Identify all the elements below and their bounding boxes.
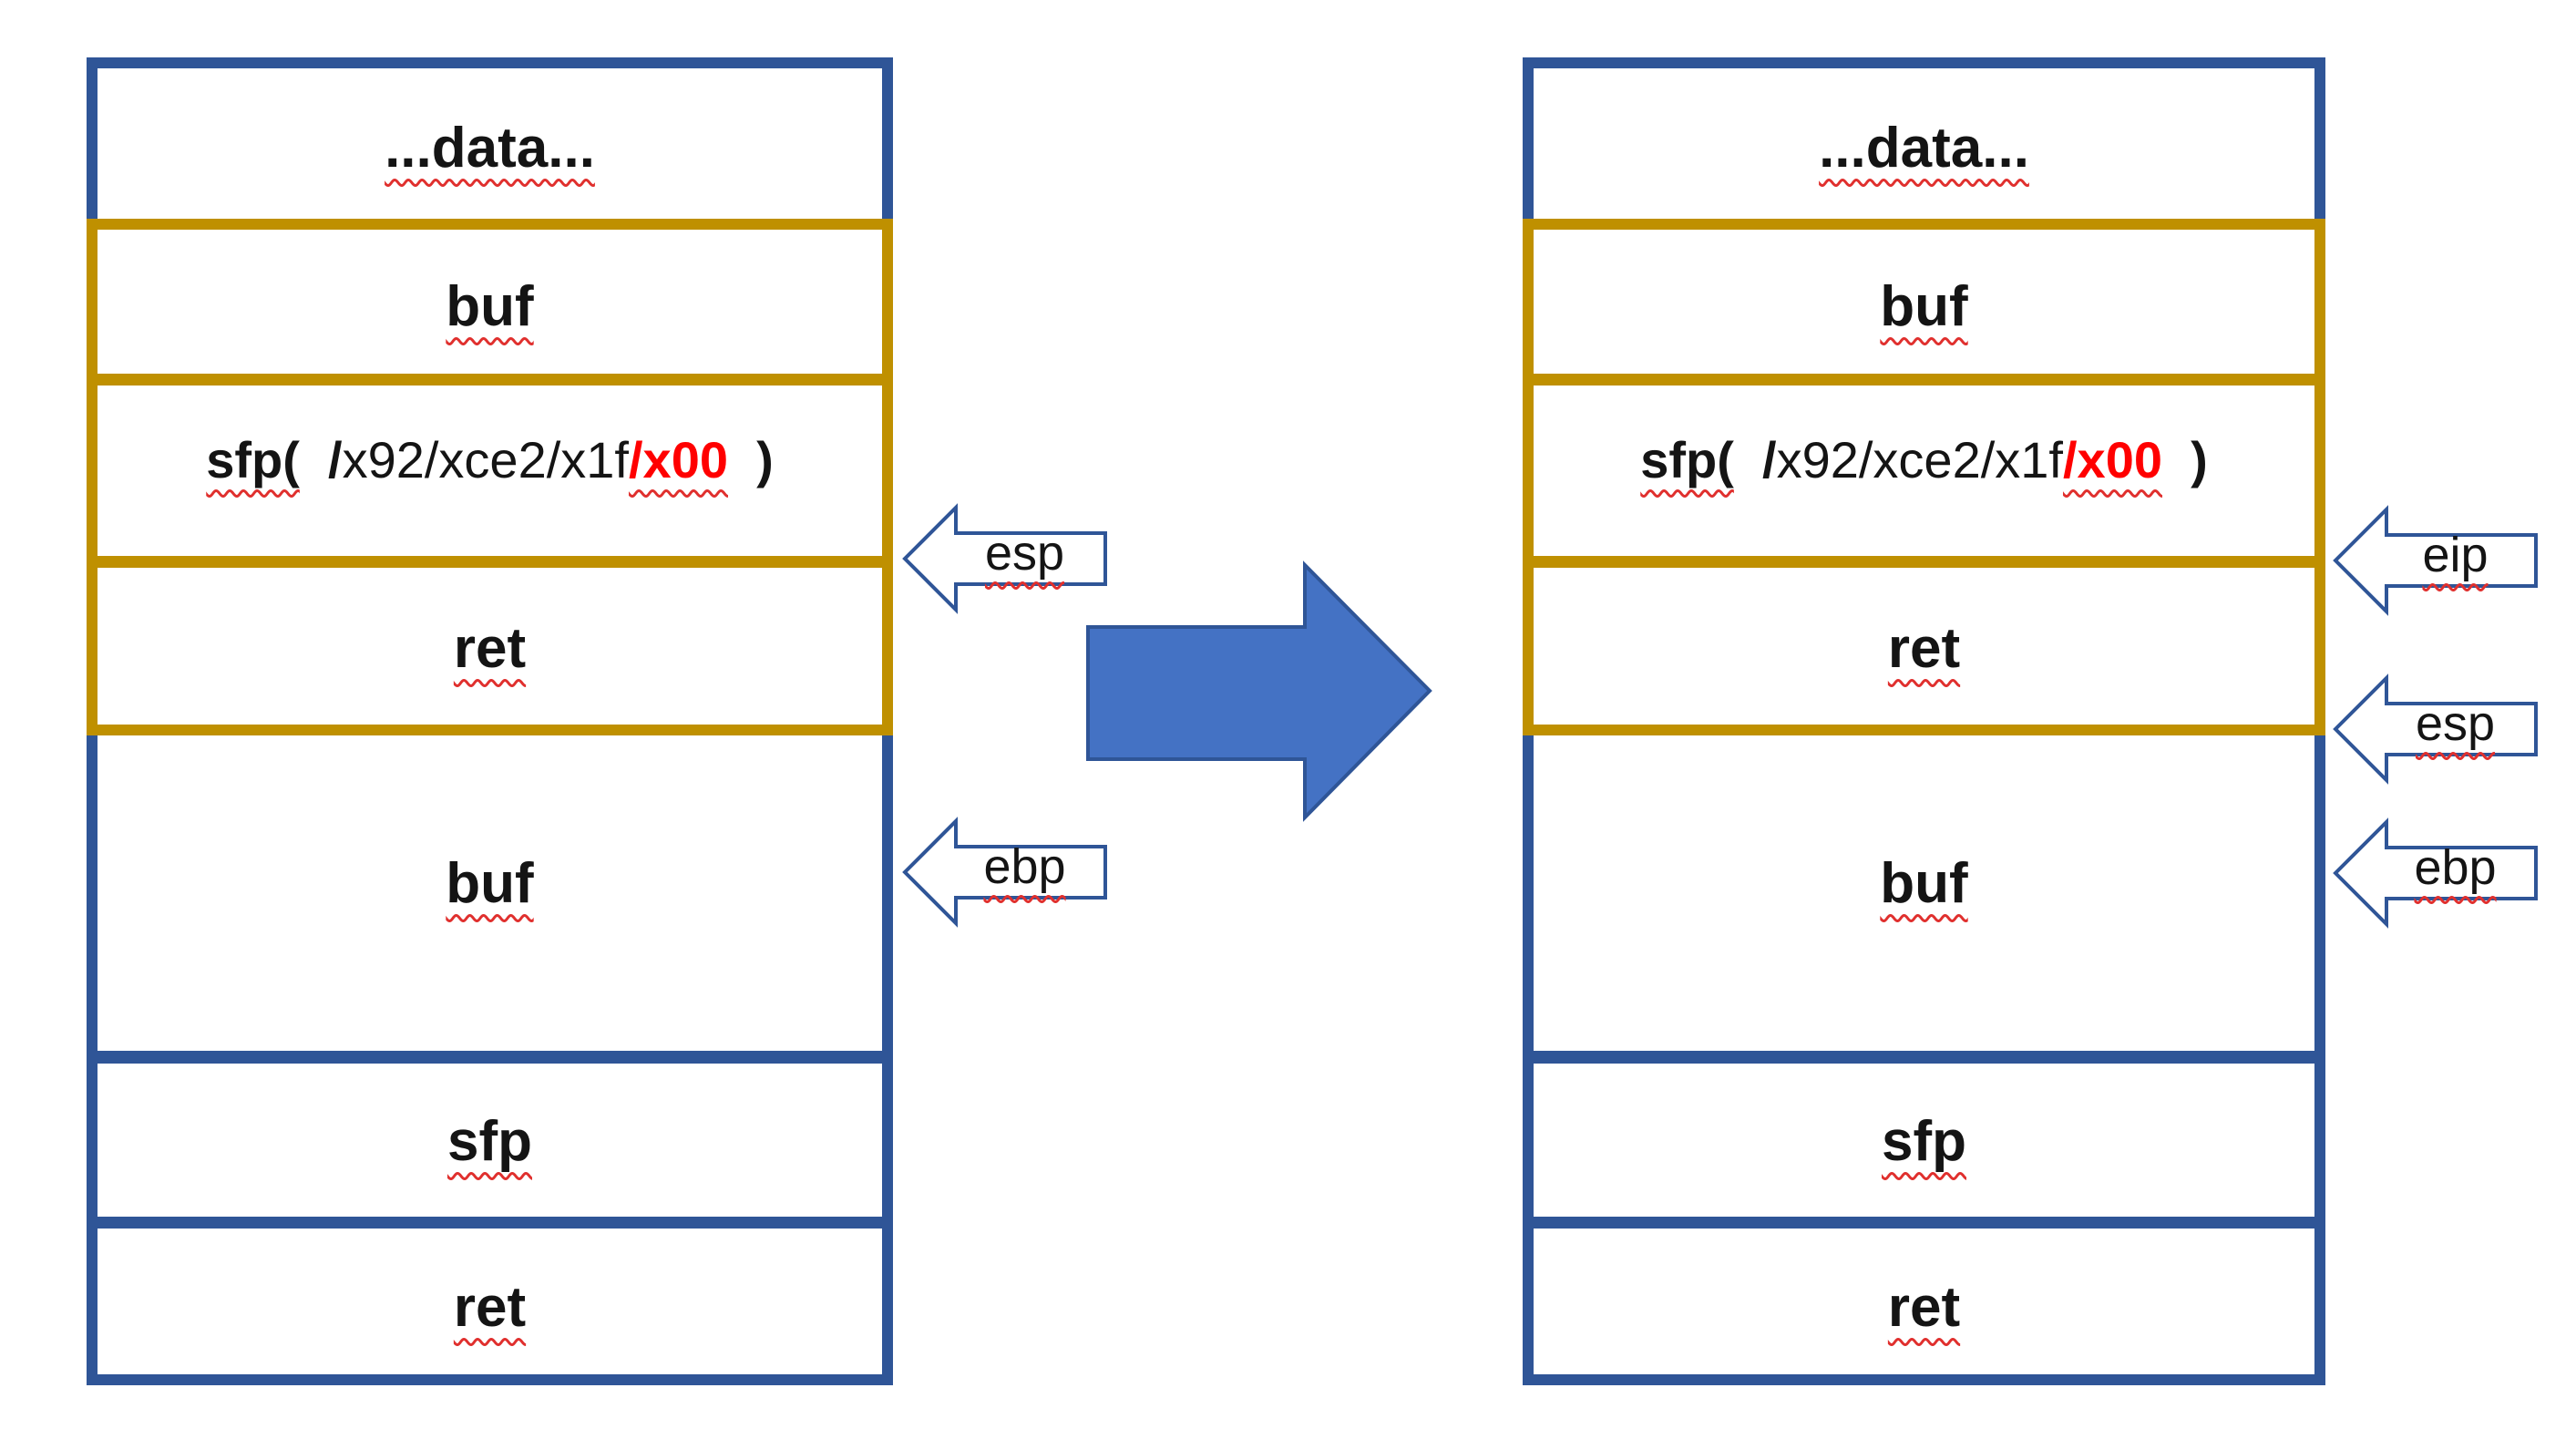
- payload-gap: [300, 431, 328, 488]
- ebp-pointer-arrow: ebp: [2333, 817, 2539, 929]
- esp-pointer-label: esp: [2415, 696, 2496, 751]
- payload-slash: /: [1762, 431, 1777, 488]
- esp-pointer-arrow: esp: [2333, 673, 2539, 785]
- esp-pointer-label: esp: [984, 526, 1065, 581]
- row-ret-label: ret: [1887, 1276, 1961, 1339]
- row-divider: [1534, 374, 2314, 386]
- row-buf-label: buf: [1880, 852, 1968, 915]
- row-divider: [97, 556, 882, 568]
- row-buf-overflow-label: buf: [446, 275, 534, 338]
- payload-slash: /: [328, 431, 343, 488]
- row-sfp-payload-label: sfp( /x92/xce2/x1f/x00 ): [1534, 424, 2314, 497]
- payload-sfp-open: sfp(: [1640, 431, 1734, 488]
- payload-null-byte: /x00: [2062, 431, 2162, 488]
- ebp-pointer-label: ebp: [983, 839, 1066, 894]
- row-ret-overflow-label: ret: [453, 617, 527, 680]
- stack-before: ...data... buf sfp( /x92/xce2/x1f/x00 ) …: [87, 57, 893, 1385]
- row-ret-overflow-label: ret: [1887, 617, 1961, 680]
- row-sfp-payload-label: sfp( /x92/xce2/x1f/x00 ): [97, 424, 882, 497]
- row-data-label: ...data...: [1819, 117, 2029, 180]
- row-divider: [1534, 556, 2314, 568]
- payload-close-paren: ): [727, 431, 774, 488]
- payload-hex-bytes: x92/xce2/x1f: [342, 431, 629, 488]
- row-sfp-label: sfp: [447, 1110, 532, 1173]
- transition-right-arrow-icon: [1086, 560, 1432, 822]
- esp-pointer-arrow: esp: [902, 503, 1108, 614]
- ebp-pointer-label: ebp: [2414, 840, 2497, 895]
- overflow-highlight-box: [1523, 219, 2325, 735]
- payload-sfp-open: sfp(: [206, 431, 300, 488]
- row-data-label: ...data...: [385, 117, 595, 180]
- eip-pointer-label: eip: [2422, 528, 2489, 582]
- row-divider: [97, 1217, 882, 1229]
- row-ret-label: ret: [453, 1276, 527, 1339]
- eip-pointer-arrow: eip: [2333, 505, 2539, 616]
- row-buf-label: buf: [446, 852, 534, 915]
- row-divider: [1534, 1217, 2314, 1229]
- payload-close-paren: ): [2161, 431, 2208, 488]
- row-divider: [97, 1051, 882, 1064]
- payload-gap: [1734, 431, 1762, 488]
- stack-after: ...data... buf sfp( /x92/xce2/x1f/x00 ) …: [1523, 57, 2325, 1385]
- row-divider: [97, 374, 882, 386]
- payload-null-byte: /x00: [628, 431, 728, 488]
- overflow-highlight-box: [87, 219, 893, 735]
- row-divider: [1534, 1051, 2314, 1064]
- ebp-pointer-arrow: ebp: [902, 817, 1108, 928]
- row-sfp-label: sfp: [1882, 1110, 1966, 1173]
- row-buf-overflow-label: buf: [1880, 275, 1968, 338]
- payload-hex-bytes: x92/xce2/x1f: [1776, 431, 2063, 488]
